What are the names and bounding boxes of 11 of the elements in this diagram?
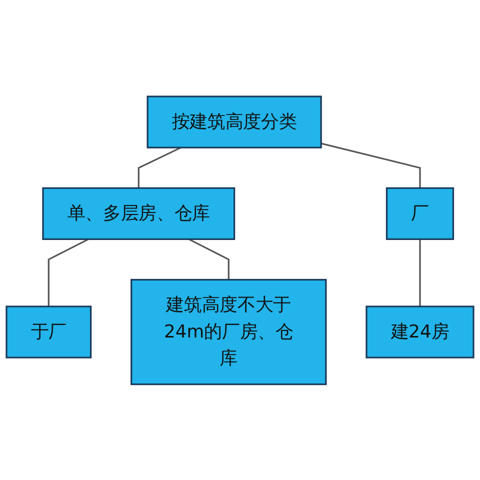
node-box: 建24房 [366,305,474,358]
connector [48,238,89,306]
node-box: 于厂 [6,305,92,358]
node-box: 厂 [386,186,454,240]
connector [138,146,182,188]
connector [320,142,421,188]
node-box: 建筑高度不大于24m的厂房、仓库 [130,278,327,385]
node-box: 按建筑高度分类 [146,95,322,148]
node-box: 单、多层房、仓库 [42,186,236,240]
connector [419,238,421,306]
connector [188,238,230,280]
